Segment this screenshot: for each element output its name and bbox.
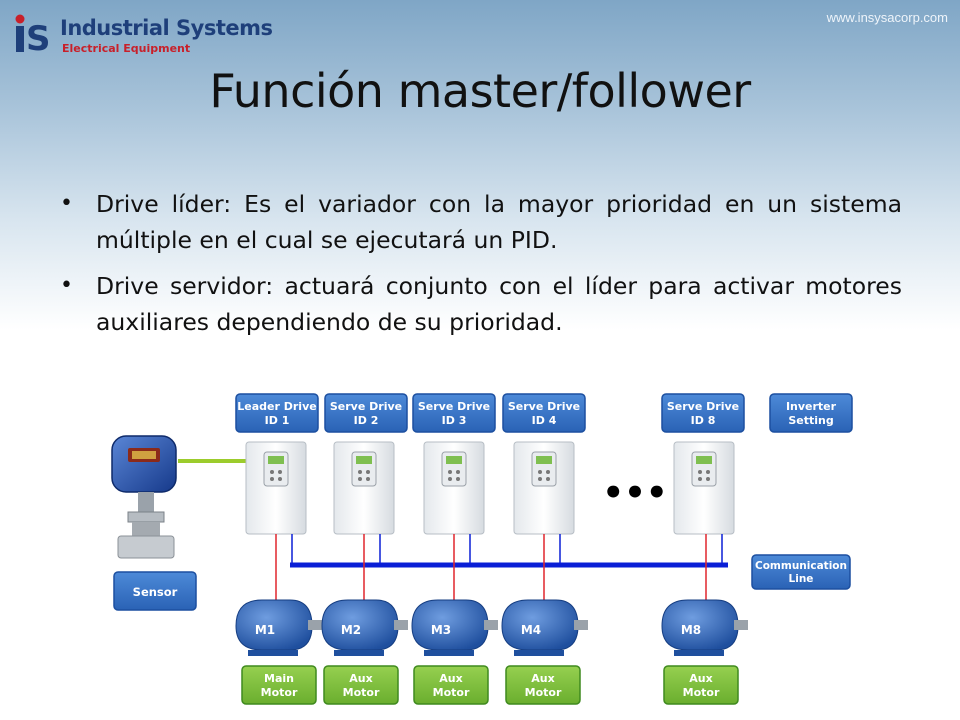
drive-label: Leader Drive [237,400,316,413]
sensor-label: Sensor [133,585,178,599]
motor-label: M8 [681,623,701,637]
communication-line-label: Communication Line [751,554,851,590]
website-link[interactable]: www.insysacorp.com [826,10,948,25]
svg-text:Motor: Motor [683,686,720,699]
drive-id: ID 8 [691,414,716,427]
drive-label: Serve Drive [418,400,490,413]
bullet-item: • Drive servidor: actuará conjunto con el… [60,268,902,340]
svg-text:Main: Main [264,672,294,685]
drive-label: Serve Drive [508,400,580,413]
more-drives-ellipsis: ••• [602,473,667,513]
drive-id: ID 4 [532,414,557,427]
brand-subtitle: Electrical Equipment [62,42,191,55]
bullet-text: Drive servidor: actuará conjunto con el … [96,272,902,336]
drive-unit: Serve Drive ID 3 M3 Aux Motor [411,393,498,705]
bullet-list: • Drive líder: Es el variador con la mayo… [60,186,902,350]
svg-text:Inverter: Inverter [786,400,837,413]
svg-text:Motor: Motor [261,686,298,699]
svg-text:Motor: Motor [433,686,470,699]
drive-unit: Serve Drive ID 4 M4 Aux Motor [501,393,588,705]
company-logo-mark: S [15,14,51,56]
inverter-setting-label: Inverter Setting [769,393,853,433]
svg-text:Line: Line [789,573,814,585]
drive-id: ID 3 [442,414,467,427]
slide-title: Función master/follower [209,64,751,118]
svg-text:Aux: Aux [531,672,554,685]
master-follower-diagram: Inverter Setting Communication Line ••• … [111,393,853,705]
drive-label: Serve Drive [330,400,402,413]
svg-text:Aux: Aux [439,672,462,685]
bullet-text: Drive líder: Es el variador con la mayor… [96,190,902,254]
svg-text:Communication: Communication [755,560,847,572]
bullet-icon: • [60,191,73,216]
svg-text:Aux: Aux [349,672,372,685]
svg-text:Setting: Setting [788,414,833,427]
motor-label: M1 [255,623,275,637]
svg-text:S: S [26,19,51,56]
bullet-item: • Drive líder: Es el variador con la mayo… [60,186,902,258]
svg-text:Motor: Motor [525,686,562,699]
drive-id: ID 2 [354,414,379,427]
brand-title: Industrial Systems [60,16,273,40]
bullet-icon: • [60,273,73,298]
drive-unit: Leader Drive ID 1 M1 Main Motor [235,393,322,705]
motor-label: M3 [431,623,451,637]
drive-label: Serve Drive [667,400,739,413]
drive-id: ID 1 [265,414,290,427]
motor-label: M2 [341,623,361,637]
drive-unit: Serve Drive ID 8 M8 Aux Motor [661,393,748,705]
svg-text:Aux: Aux [689,672,712,685]
svg-text:Motor: Motor [343,686,380,699]
company-logo: S Industrial Systems Electrical Equipmen… [14,12,273,62]
drive-unit: Serve Drive ID 2 M2 Aux Motor [321,393,408,705]
motor-label: M4 [521,623,541,637]
pressure-sensor: Sensor [111,435,248,611]
